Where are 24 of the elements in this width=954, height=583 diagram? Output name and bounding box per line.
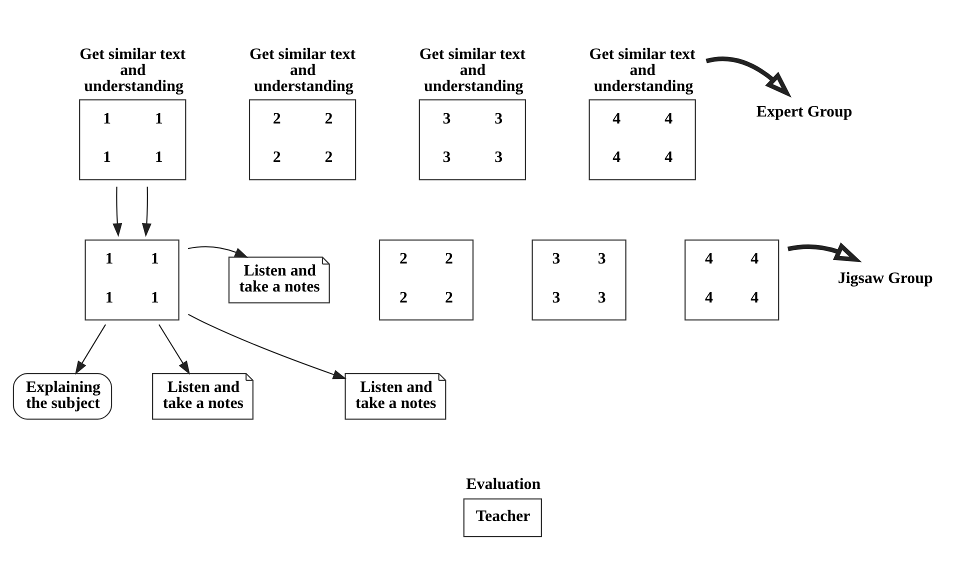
arrow	[142, 186, 152, 236]
node-box: Teacher	[463, 498, 542, 537]
node-text: Expert Group	[756, 103, 852, 120]
arrow	[112, 186, 122, 236]
arrow	[706, 56, 792, 98]
node-label: Get similar text and understanding	[250, 46, 356, 94]
node-label: Get similar text and understanding	[80, 46, 186, 94]
node-label: Get similar text and understanding	[419, 46, 526, 94]
node-box: 4 4 4 4	[684, 239, 780, 320]
arrow	[188, 246, 248, 258]
node-box: 3 3 3 3	[532, 239, 626, 320]
node-box: 1 1 1 1	[84, 239, 180, 320]
arrow	[158, 324, 190, 374]
node-box: 2 2 2 2	[378, 239, 474, 320]
node-box: 4 4 4 4	[588, 98, 696, 180]
node-box: 3 3 3 3	[418, 98, 526, 180]
arrow	[74, 324, 106, 374]
node-label: Get similar text and understanding	[589, 46, 696, 94]
node-text: Jigsaw Group	[838, 270, 933, 287]
node-box: 2 2 2 2	[248, 98, 356, 180]
node-box: 1 1 1 1	[79, 98, 186, 180]
arrow	[788, 242, 862, 262]
node-label: Evaluation	[466, 475, 541, 492]
node-box: Explaining the subject	[12, 372, 112, 420]
